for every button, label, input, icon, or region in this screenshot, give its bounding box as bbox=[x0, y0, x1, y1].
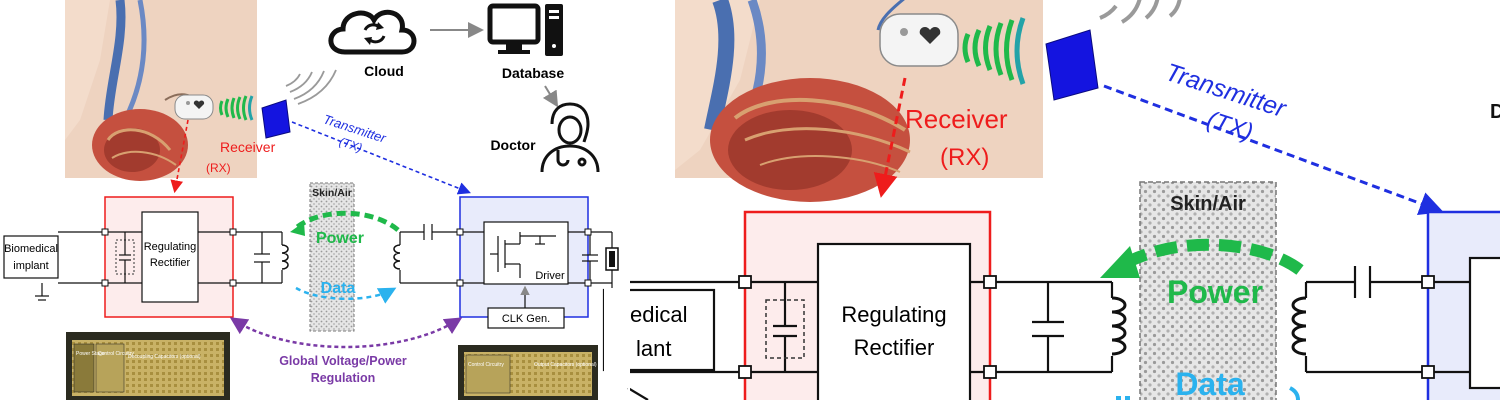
zoom-rectifier-box bbox=[816, 242, 972, 405]
zoom-pacemaker-device bbox=[876, 0, 959, 67]
rx-chip-image: Power Stage Control Circuitry Decoupling… bbox=[66, 332, 230, 400]
tx-chip-label-control: Control Circuitry bbox=[468, 362, 504, 368]
receiver-label: Receiver bbox=[220, 139, 276, 155]
tx-chip-image: Control Circuitry Output Capacitors (opt… bbox=[458, 345, 598, 400]
biomedical-implant-label-1: Biomedical bbox=[4, 243, 58, 255]
transistor-symbol bbox=[490, 232, 556, 278]
signal-icon bbox=[285, 69, 337, 105]
zoom-rx-coil bbox=[1111, 296, 1127, 356]
rx-chip-label-power-stage: Power Stage bbox=[76, 351, 105, 357]
zoom-skin-air-barrier bbox=[1139, 181, 1277, 405]
regulation-arrow bbox=[229, 317, 463, 349]
zoom-heart-icon bbox=[919, 27, 941, 44]
rx-chip-label-decoupling: Decoupling Capacitors (optional) bbox=[128, 354, 201, 360]
zoom-terminals bbox=[738, 275, 1435, 379]
skin-air-label: Skin/Air bbox=[312, 187, 352, 199]
transmitter-coil bbox=[261, 99, 291, 139]
cloud-label: Cloud bbox=[364, 63, 404, 79]
heart-icon bbox=[193, 100, 205, 109]
zoom-edge-partial-text: D bbox=[1490, 101, 1500, 123]
clk-gen-label: CLK Gen. bbox=[502, 313, 550, 325]
zoom-skin-air-label: Skin/Air bbox=[1170, 193, 1246, 215]
skin-air-barrier bbox=[309, 182, 355, 332]
zoom-rectifier-label-2: Rectifier bbox=[854, 335, 935, 360]
power-label: Power bbox=[316, 230, 364, 247]
zoom-heart-anatomy-image bbox=[675, 0, 1043, 202]
database-label: Database bbox=[502, 65, 564, 81]
regulation-label-2: Regulation bbox=[311, 371, 376, 385]
zoom-wireless-power-arcs bbox=[962, 17, 1026, 85]
regulation-label-1: Global Voltage/Power bbox=[279, 354, 407, 368]
doctor-label: Doctor bbox=[490, 137, 536, 153]
receiver-arrow bbox=[170, 119, 189, 194]
zoom-transmitter-coil bbox=[1045, 29, 1099, 101]
zoom-transmitter-arrow bbox=[1103, 84, 1444, 215]
driver-label: Driver bbox=[535, 270, 565, 282]
zoom-implant-label-1: edical bbox=[630, 302, 687, 327]
zoom-signal-icon bbox=[1099, 0, 1182, 24]
zoom-driver-box bbox=[1468, 256, 1500, 390]
tx-chip-label-output: Output Capacitors (optional) bbox=[534, 362, 597, 368]
zoom-receiver-label: Receiver bbox=[905, 104, 1008, 134]
zoom-receiver-abbr: (RX) bbox=[940, 144, 989, 171]
receiver-abbr: (RX) bbox=[206, 161, 231, 175]
overview-panel: Receiver (RX) Transmitter (TX) Cloud bbox=[3, 0, 619, 400]
tx-coil bbox=[393, 244, 401, 270]
clk-gen-box bbox=[487, 307, 565, 329]
zoom-power-label: Power bbox=[1167, 274, 1263, 310]
zoom-power-arrow bbox=[1125, 238, 1304, 275]
computer-icon bbox=[487, 3, 563, 56]
rectifier-box bbox=[141, 211, 199, 303]
cloud-icon bbox=[328, 9, 417, 55]
biomedical-implant-label-2: implant bbox=[13, 260, 48, 272]
zoom-decoupling-capacitor bbox=[765, 299, 805, 359]
power-arrow bbox=[294, 210, 400, 232]
data-arrow bbox=[295, 286, 397, 304]
rectifier-label-1: Regulating bbox=[144, 241, 197, 253]
biomedical-implant-box bbox=[3, 235, 59, 279]
zoom-data-label: Data bbox=[1175, 366, 1245, 400]
transmitter-arrow bbox=[291, 121, 471, 195]
zoom-implant-label-2: lant bbox=[636, 336, 671, 361]
terminals bbox=[101, 228, 592, 287]
rectifier-label-2: Rectifier bbox=[150, 257, 191, 269]
transmitter-abbr: (TX) bbox=[337, 134, 364, 155]
doctor-icon bbox=[540, 102, 600, 173]
database-to-doctor-arrow bbox=[542, 85, 559, 108]
rx-coil bbox=[281, 244, 289, 270]
panel-divider bbox=[628, 0, 630, 400]
circuit-wires bbox=[35, 224, 619, 301]
data-label: Data bbox=[321, 280, 356, 297]
zoom-tx-coil bbox=[1291, 296, 1307, 356]
pacemaker-device bbox=[174, 94, 214, 120]
zoom-rectifier-label-1: Regulating bbox=[841, 302, 946, 327]
zoom-panel: Receiver (RX) Transmitter (TX) D Skin/Ai… bbox=[602, 0, 1500, 405]
rx-chip-label-control: Control Circuitry bbox=[98, 351, 134, 357]
zoom-receiver-arrow bbox=[873, 77, 907, 198]
wireless-power-arcs bbox=[219, 95, 254, 121]
